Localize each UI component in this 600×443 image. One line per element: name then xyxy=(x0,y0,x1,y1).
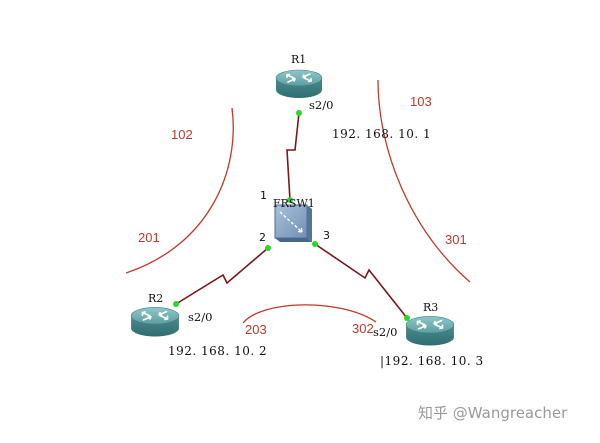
dlci-boundary-bottom xyxy=(242,304,377,324)
port-dot-r1 xyxy=(296,110,302,116)
link-r1-frsw1 xyxy=(286,112,300,201)
switch-port-1-label: 1 xyxy=(260,189,267,202)
router-r1-icon[interactable] xyxy=(275,69,323,99)
router-r1-label: R1 xyxy=(291,53,307,66)
switch-port-2-label: 2 xyxy=(259,231,266,244)
dlci-boundary-right xyxy=(377,79,471,283)
router-r2-label: R2 xyxy=(148,292,164,305)
port-dot-sw1 xyxy=(287,197,293,203)
r3-ip-label: |192. 168. 10. 3 xyxy=(380,354,484,368)
dlci-boundary-left xyxy=(125,107,234,274)
link-r2-frsw1 xyxy=(175,247,269,305)
switch-port-3-label: 3 xyxy=(323,229,330,242)
port-dot-r2 xyxy=(173,301,179,307)
port-dot-sw3 xyxy=(312,241,318,247)
watermark: 知乎 @Wangreacher xyxy=(418,404,568,422)
dlci-102-label: 102 xyxy=(171,127,193,142)
frsw1-label: FRSW1 xyxy=(273,197,315,210)
router-r3-label: R3 xyxy=(423,301,439,314)
dlci-103-label: 103 xyxy=(410,94,432,109)
r2-ip-label: 192. 168. 10. 2 xyxy=(168,344,268,358)
dlci-203-label: 203 xyxy=(245,322,267,337)
dlci-201-label: 201 xyxy=(138,230,160,245)
dlci-302-label: 302 xyxy=(352,321,374,336)
frsw1-switch-icon[interactable] xyxy=(274,204,312,242)
r1-interface-label: s2/0 xyxy=(309,98,334,112)
r1-ip-label: 192. 168. 10. 1 xyxy=(332,127,432,141)
port-dot-r3 xyxy=(404,315,410,321)
port-dot-sw2 xyxy=(265,245,271,251)
r2-interface-label: s2/0 xyxy=(188,310,213,324)
link-r3-frsw1 xyxy=(314,243,408,319)
dlci-301-label: 301 xyxy=(445,232,467,247)
router-r3-icon[interactable] xyxy=(405,315,455,347)
r3-interface-label: s2/0 xyxy=(373,325,398,339)
router-r2-icon[interactable] xyxy=(130,306,180,338)
